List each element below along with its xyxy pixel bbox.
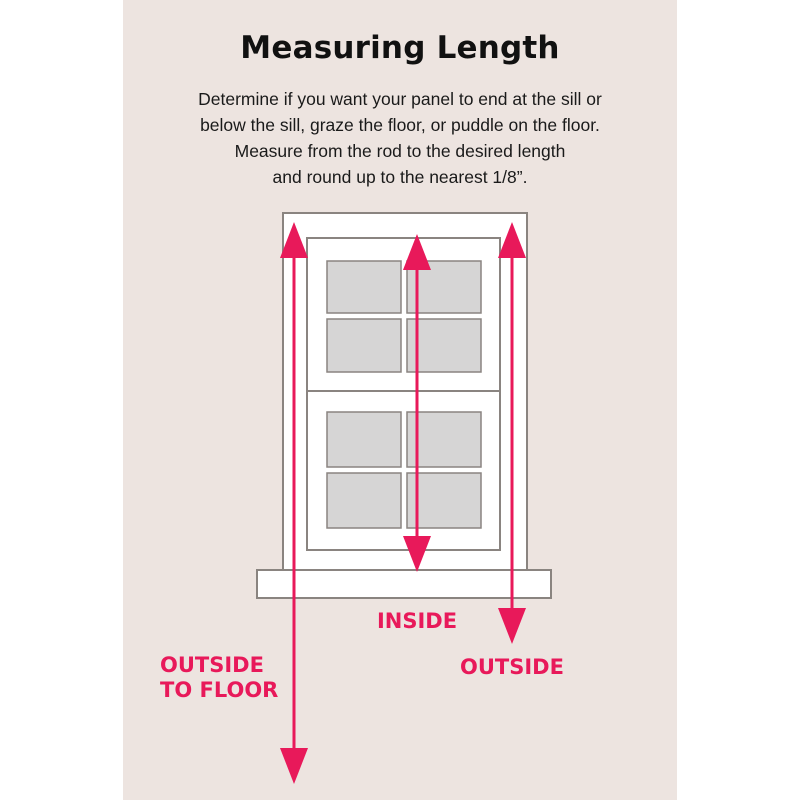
inside-label: INSIDE xyxy=(377,609,457,633)
window-sill xyxy=(256,569,552,599)
instructions-line: and round up to the nearest 1/8”. xyxy=(272,167,528,187)
glass-pane xyxy=(406,260,482,314)
instructions-line: Measure from the rod to the desired leng… xyxy=(234,141,566,161)
glass-pane xyxy=(326,472,402,529)
instructions-line: Determine if you want your panel to end … xyxy=(198,89,602,109)
instructions-line: below the sill, graze the floor, or pudd… xyxy=(200,115,600,135)
outside-to-floor-label-line1: OUTSIDE xyxy=(160,653,264,677)
outside-arrow xyxy=(498,222,526,644)
inside-arrow xyxy=(403,234,431,572)
page-title: Measuring Length xyxy=(240,30,560,66)
glass-pane xyxy=(326,260,402,314)
glass-pane xyxy=(406,318,482,373)
outside-to-floor-label-line2: TO FLOOR xyxy=(160,678,278,702)
glass-pane xyxy=(406,472,482,529)
glass-pane xyxy=(326,318,402,373)
glass-pane xyxy=(406,411,482,468)
outside-to-floor-arrow xyxy=(280,222,308,784)
outside-label: OUTSIDE xyxy=(460,655,564,679)
glass-pane xyxy=(326,411,402,468)
instructions-text: Determine if you want your panel to end … xyxy=(0,86,800,190)
